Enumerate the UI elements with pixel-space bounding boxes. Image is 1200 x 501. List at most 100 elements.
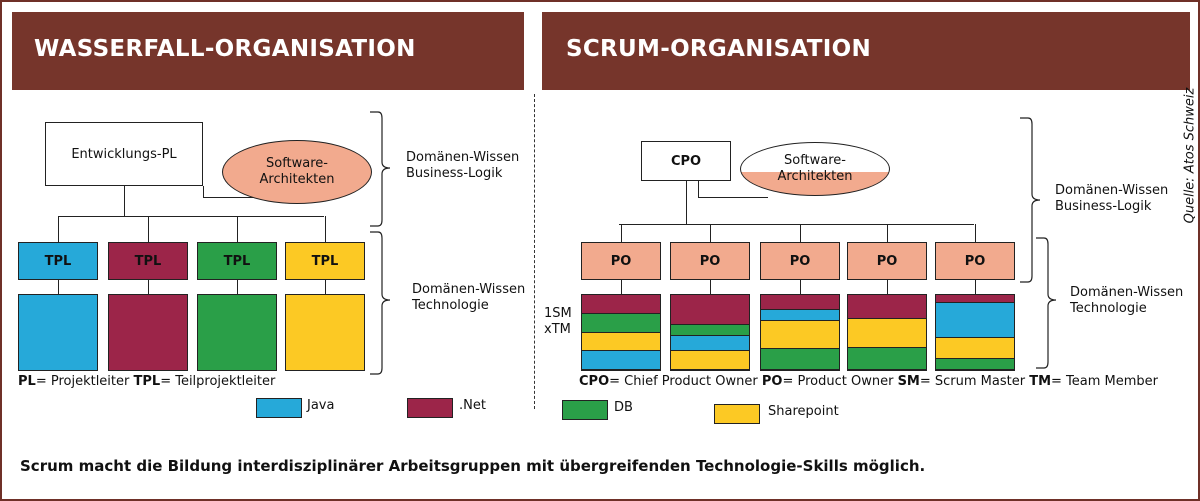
architects-ellipse-scrum: Software- Architekten [740,142,890,196]
skill-segment-net [848,295,926,320]
cpo-label: CPO [670,153,702,169]
connector [621,280,622,294]
waterfall-title: WASSERFALL-ORGANISATION [34,36,416,62]
brace-business-label-right: Domänen-Wissen Business-Logik [1055,183,1169,214]
skill-segment-db [671,325,749,337]
skill-segment-sharepoint [936,338,1014,359]
skill-segment-sharepoint [761,321,839,350]
brace-technology-label-right: Domänen-Wissen Technologie [1070,285,1184,316]
tpl-label: TPL [134,253,162,269]
skill-segment-java [936,303,1014,339]
connector [58,216,59,242]
tpl-label: TPL [311,253,339,269]
skill-segment-db [848,347,926,370]
po-label: PO [610,253,632,269]
tpl-box: TPL [108,242,188,280]
po-box: PO [847,242,927,280]
connector [800,224,801,242]
connector [975,224,976,242]
skill-segment-java [761,310,839,322]
team-stack [935,294,1015,371]
scrum-header [542,12,1190,90]
section-divider [534,94,535,409]
footnote-abbr: TM [1029,374,1052,389]
skill-segment-net [761,295,839,310]
legend-swatch-net [407,398,453,418]
tpl-label: TPL [44,253,72,269]
scrum-title: SCRUM-ORGANISATION [566,36,872,62]
skill-segment-java [582,351,660,370]
skill-segment-sharepoint [582,332,660,352]
connector [975,280,976,294]
caption: Scrum macht die Bildung interdisziplinär… [20,457,926,475]
waterfall-footnote: PL= Projektleiter TPL= Teilprojektleiter [18,374,276,389]
team-block [108,294,188,371]
side-label-tm: xTM [544,322,571,337]
team-block [197,294,277,371]
side-label-sm: 1SM [544,306,572,321]
connector [619,224,974,225]
footnote-text: = Product Owner [782,374,898,389]
team-stack [760,294,840,371]
po-label: PO [789,253,811,269]
connector [800,280,801,294]
connector [698,181,699,198]
team-stack [847,294,927,371]
connector [203,186,204,198]
cpo-box: CPO [641,141,731,181]
brace-technology-label-left: Domänen-Wissen Technologie [412,282,526,313]
connector [124,186,125,216]
architects-label-2: Architekten [777,169,853,184]
footnote-abbr: SM [897,374,920,389]
footnote-abbr: CPO [579,374,610,389]
connector [887,224,888,242]
brace-business-right [1020,117,1041,283]
connector [887,280,888,294]
architects-label-1: Software- [266,156,328,171]
skill-segment-db [582,313,660,333]
pl-box: Entwicklungs-PL [45,122,203,186]
legend-swatch-java [256,398,302,418]
team-stack [581,294,661,371]
tpl-box: TPL [285,242,365,280]
skill-segment-java [671,336,749,352]
team-block [285,294,365,371]
connector [148,216,149,242]
skill-segment-net [936,295,1014,304]
legend-label: Sharepoint [768,404,839,419]
footnote-text: = Scrum Master [919,374,1030,389]
brace-business-left [370,111,391,227]
po-label: PO [964,253,986,269]
team-block [18,294,98,371]
skill-segment-db [761,349,839,370]
po-box: PO [760,242,840,280]
po-box: PO [670,242,750,280]
legend-swatch-db [562,400,608,420]
brace-technology-right [1036,237,1057,369]
legend-label: .Net [459,398,486,413]
architects-label-2: Architekten [259,172,335,187]
connector [237,216,238,242]
skill-segment-sharepoint [671,351,749,370]
po-box: PO [935,242,1015,280]
source-note: Quelle: Atos Schweiz [1182,87,1198,224]
waterfall-header [12,12,524,90]
connector [710,224,711,242]
legend-label: DB [614,400,633,415]
connector [58,216,324,217]
connector [148,280,149,294]
architects-ellipse: Software- Architekten [222,140,372,204]
skill-segment-net [671,295,749,325]
tpl-box: TPL [18,242,98,280]
skill-segment-sharepoint [848,319,926,348]
skill-segment-net [582,295,660,314]
connector [710,280,711,294]
connector [203,197,273,198]
pl-box-label: Entwicklungs-PL [71,146,177,162]
legend-label: Java [307,398,335,413]
architects-label-1: Software- [784,153,846,168]
footnote-text: = Chief Product Owner [609,374,762,389]
tpl-label: TPL [223,253,251,269]
footnote-text: = Team Member [1051,374,1159,389]
